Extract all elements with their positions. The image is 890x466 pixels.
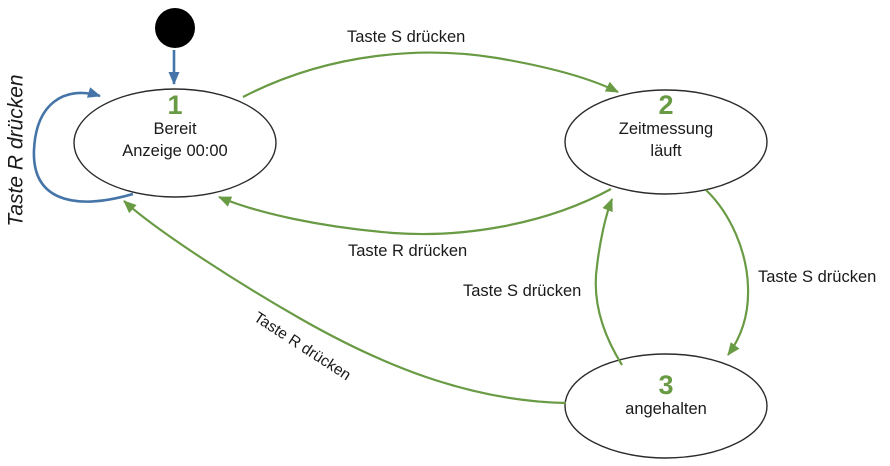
transition-2-to-1-arrow [218,188,612,236]
transition-3-to-1-arrow [123,200,567,405]
label-transition-2-to-3: Taste S drücken [758,268,877,286]
state-2-ellipse [564,89,768,195]
label-transition-2-to-1: Taste R drücken [348,242,468,260]
label-transition-1-to-2: Taste S drücken [347,28,466,46]
label-transition-3-to-2: Taste S drücken [463,282,582,300]
transition-2-to-3-arrow [705,189,750,356]
transition-1-to-2-arrow [242,51,619,98]
label-transition-1-to-1: Taste R drücken [4,74,28,227]
initial-state-dot [155,8,195,48]
state-3-ellipse [564,353,768,459]
transition-1-to-1-arrow [32,87,134,203]
transition-3-to-2-arrow [594,198,623,366]
state-1-ellipse [73,88,277,198]
